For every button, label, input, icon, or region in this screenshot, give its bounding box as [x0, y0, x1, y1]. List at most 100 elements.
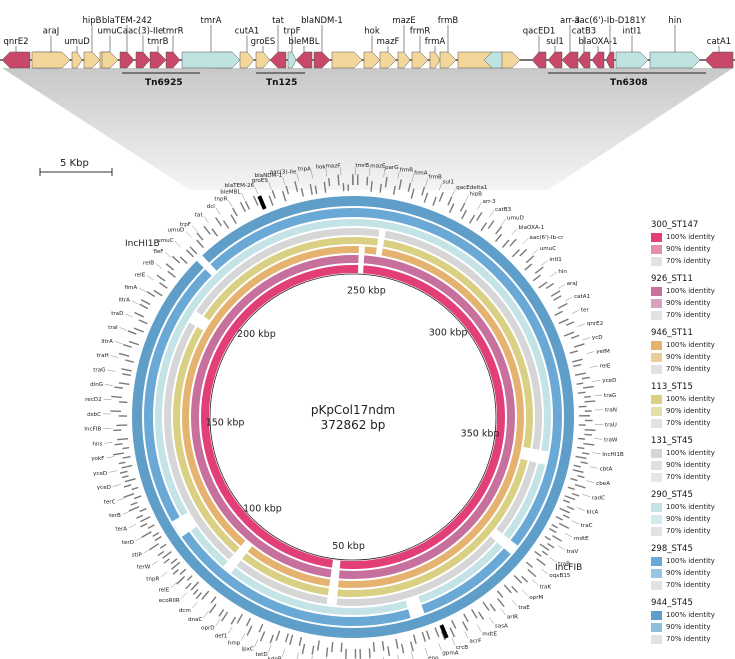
- linear-gene-label: mazF: [377, 37, 400, 47]
- legend-row: 70% identity: [651, 309, 735, 321]
- gene-tick: [366, 176, 369, 186]
- gene-labels: trpFtatdcltnpRbleMBLblaTEM-26groESblaNDM…: [84, 163, 624, 659]
- gene-tick: [185, 582, 192, 590]
- gene-tick: [189, 246, 198, 255]
- circle-gene-label: tetD: [256, 652, 268, 658]
- gene-tick: [482, 601, 490, 611]
- circle-gene-label: fleF: [153, 249, 163, 255]
- gene-tick: [236, 613, 244, 624]
- gene-tick: [269, 634, 274, 644]
- legend-level-label: 70% identity: [666, 581, 711, 589]
- linear-gene-arrow: [577, 51, 591, 69]
- gene-tick: [172, 569, 179, 575]
- gene-tick: [170, 558, 178, 565]
- legend-row: 100% identity: [651, 501, 735, 513]
- identity-ring: [132, 196, 574, 638]
- gene-tick: [285, 185, 290, 195]
- gene-tick: [186, 249, 194, 258]
- legend-group-name: 113_ST15: [651, 382, 693, 392]
- kbp-label: 300 kbp: [429, 327, 468, 338]
- circle-gene-label: tnpA: [298, 167, 311, 173]
- gene-tick: [511, 249, 520, 258]
- legend-row: 90% identity: [651, 621, 735, 633]
- gene-tick: [459, 202, 466, 212]
- circle-gene-label: hok: [315, 164, 326, 170]
- circle-gene-label: blaOXA-1: [519, 225, 545, 231]
- circle-gene-label: hipB: [470, 192, 483, 198]
- gene-tick: [122, 373, 131, 377]
- linear-gene-arrow: [165, 51, 181, 69]
- gene-tick: [566, 505, 575, 511]
- linear-gene-label: mazE: [392, 16, 415, 26]
- gene-tick: [221, 611, 229, 622]
- circle-gene-label: yceD: [602, 378, 616, 384]
- legend-level-label: 100% identity: [666, 449, 715, 457]
- legend-swatch: [651, 622, 662, 632]
- legend-swatch: [651, 244, 662, 254]
- linear-gene-arrow: [119, 51, 135, 69]
- circle-gene-label: terA: [115, 527, 127, 533]
- legend-group-name: 290_ST45: [651, 490, 693, 500]
- identity-ring: [182, 246, 524, 588]
- replicon-marker: [257, 195, 267, 210]
- gene-tick: [462, 621, 469, 631]
- legend-row: 70% identity: [651, 525, 735, 537]
- identity-ring: [155, 219, 551, 615]
- circle-gene-label: qacEdelta1: [456, 185, 488, 191]
- ring-gap: [172, 512, 197, 537]
- gene-tick: [461, 209, 468, 220]
- gene-tick: [123, 343, 132, 348]
- circle-gene-label: yefM: [596, 349, 610, 355]
- circle-gene-label: def1: [215, 633, 228, 639]
- linear-gene-label: sul1: [546, 37, 564, 47]
- gene-tick: [147, 524, 155, 529]
- gene-tick: [432, 196, 437, 206]
- gene-tick: [239, 201, 246, 212]
- gene-tick: [186, 575, 193, 581]
- gene-tick: [387, 646, 391, 657]
- kbp-label: 100 kbp: [243, 504, 282, 515]
- gene-tick: [162, 551, 172, 559]
- legend-level-label: 70% identity: [666, 365, 711, 373]
- circle-gene-label: trpF: [180, 222, 191, 228]
- legend-row: 70% identity: [651, 471, 735, 483]
- gene-tick: [583, 385, 595, 389]
- legend-swatch: [651, 394, 662, 404]
- gene-tick: [153, 289, 163, 297]
- gene-tick: [130, 501, 138, 506]
- gene-tick: [448, 203, 455, 213]
- tn6925-label: Tn6925: [145, 78, 183, 88]
- gene-tick: [271, 190, 276, 199]
- gene-tick: [557, 302, 568, 310]
- gene-tick: [337, 174, 340, 186]
- gene-tick: [544, 535, 551, 541]
- circle-gene-label: klcA: [587, 509, 599, 515]
- gene-tick: [138, 319, 148, 325]
- circle-gene-label: yceD: [97, 485, 111, 491]
- tn6308-label: Tn6308: [610, 78, 648, 88]
- legend-swatch: [651, 232, 662, 242]
- legend-row: 90% identity: [651, 297, 735, 309]
- gene-tick: [258, 623, 264, 633]
- gene-tick: [570, 477, 578, 482]
- gene-tick: [309, 184, 313, 195]
- legend-level-label: 100% identity: [666, 233, 715, 241]
- kbp-label: 50 kbp: [332, 541, 365, 552]
- gene-tick: [563, 331, 575, 337]
- gene-tick: [370, 181, 373, 192]
- circle-gene-label: traG: [93, 368, 105, 374]
- gene-tick: [372, 642, 376, 652]
- gene-tick: [146, 290, 156, 298]
- legend-swatch: [651, 568, 662, 578]
- legend-row: 100% identity: [651, 447, 735, 459]
- gene-tick: [525, 255, 535, 264]
- linear-gene-arrow: [135, 51, 151, 69]
- circle-gene-label: traC: [581, 523, 593, 529]
- linear-gene-arrow: [591, 51, 605, 69]
- gene-tick: [527, 568, 537, 578]
- gene-tick: [368, 648, 371, 659]
- gene-tick: [215, 217, 223, 227]
- linear-gene-label: frmA: [425, 37, 446, 47]
- circle-gene-label: terD: [122, 540, 134, 546]
